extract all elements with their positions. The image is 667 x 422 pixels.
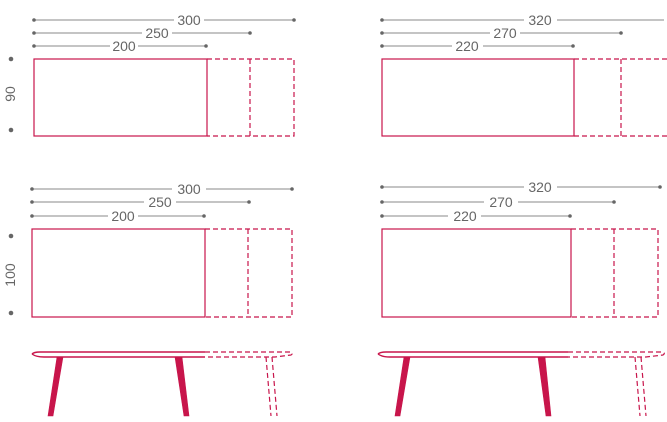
side-elevation-left [31,351,293,417]
width-label: 320 [528,12,552,28]
tabletop-edge [377,353,568,358]
tabletop-base-size [381,58,575,137]
width-dimension-200: 200 [30,208,206,224]
width-dimension-320: 320 [380,179,662,195]
table-leg [394,356,411,417]
width-dimension-270: 270 [380,25,623,41]
depth-dimension: 90 [2,56,18,133]
width-label: 220 [455,38,479,54]
width-dimension-200: 200 [32,38,208,54]
width-dimension-220: 220 [380,208,572,224]
table-leg [537,356,552,417]
side-elevation-right [377,351,665,417]
depth-dimension: 100 [2,233,18,316]
width-dimension-300: 300 [30,181,294,197]
extension-leaf [568,351,665,358]
tabletop-edge [31,353,205,358]
plan-view-middle-right: 320 270 220 [380,179,662,318]
width-dimension-270: 270 [380,194,616,210]
width-dimension-250: 250 [30,194,251,210]
tabletop-base-size [381,228,572,318]
width-label: 270 [489,194,513,210]
width-label: 200 [112,38,136,54]
width-dimension-250: 250 [32,25,252,41]
tabletop-edge [377,351,568,355]
extension-leg [265,356,278,417]
table-leg [47,356,64,417]
tabletop-base-size [33,58,208,137]
width-label: 320 [528,179,552,195]
plan-view-top-right: 320 270 220 [380,12,667,137]
table-leg [174,356,190,417]
width-label: 200 [111,208,135,224]
extension-leg [634,356,647,417]
plan-view-middle-left: 300 250 200 100 [2,181,294,318]
plan-view-top-left: 300 250 200 90 [2,12,296,137]
depth-label: 100 [2,263,18,287]
depth-label: 90 [2,86,18,102]
width-dimension-220: 220 [380,38,575,54]
tabletop-edge [31,351,205,355]
width-label: 250 [145,25,169,41]
width-label: 270 [493,25,517,41]
width-label: 300 [177,181,201,197]
extension-leaf [205,351,293,358]
tabletop-base-size [31,228,206,318]
width-dimension-300: 300 [32,12,296,28]
width-label: 300 [177,12,201,28]
width-dimension-320: 320 [380,12,664,28]
width-label: 220 [453,208,477,224]
width-label: 250 [148,194,172,210]
